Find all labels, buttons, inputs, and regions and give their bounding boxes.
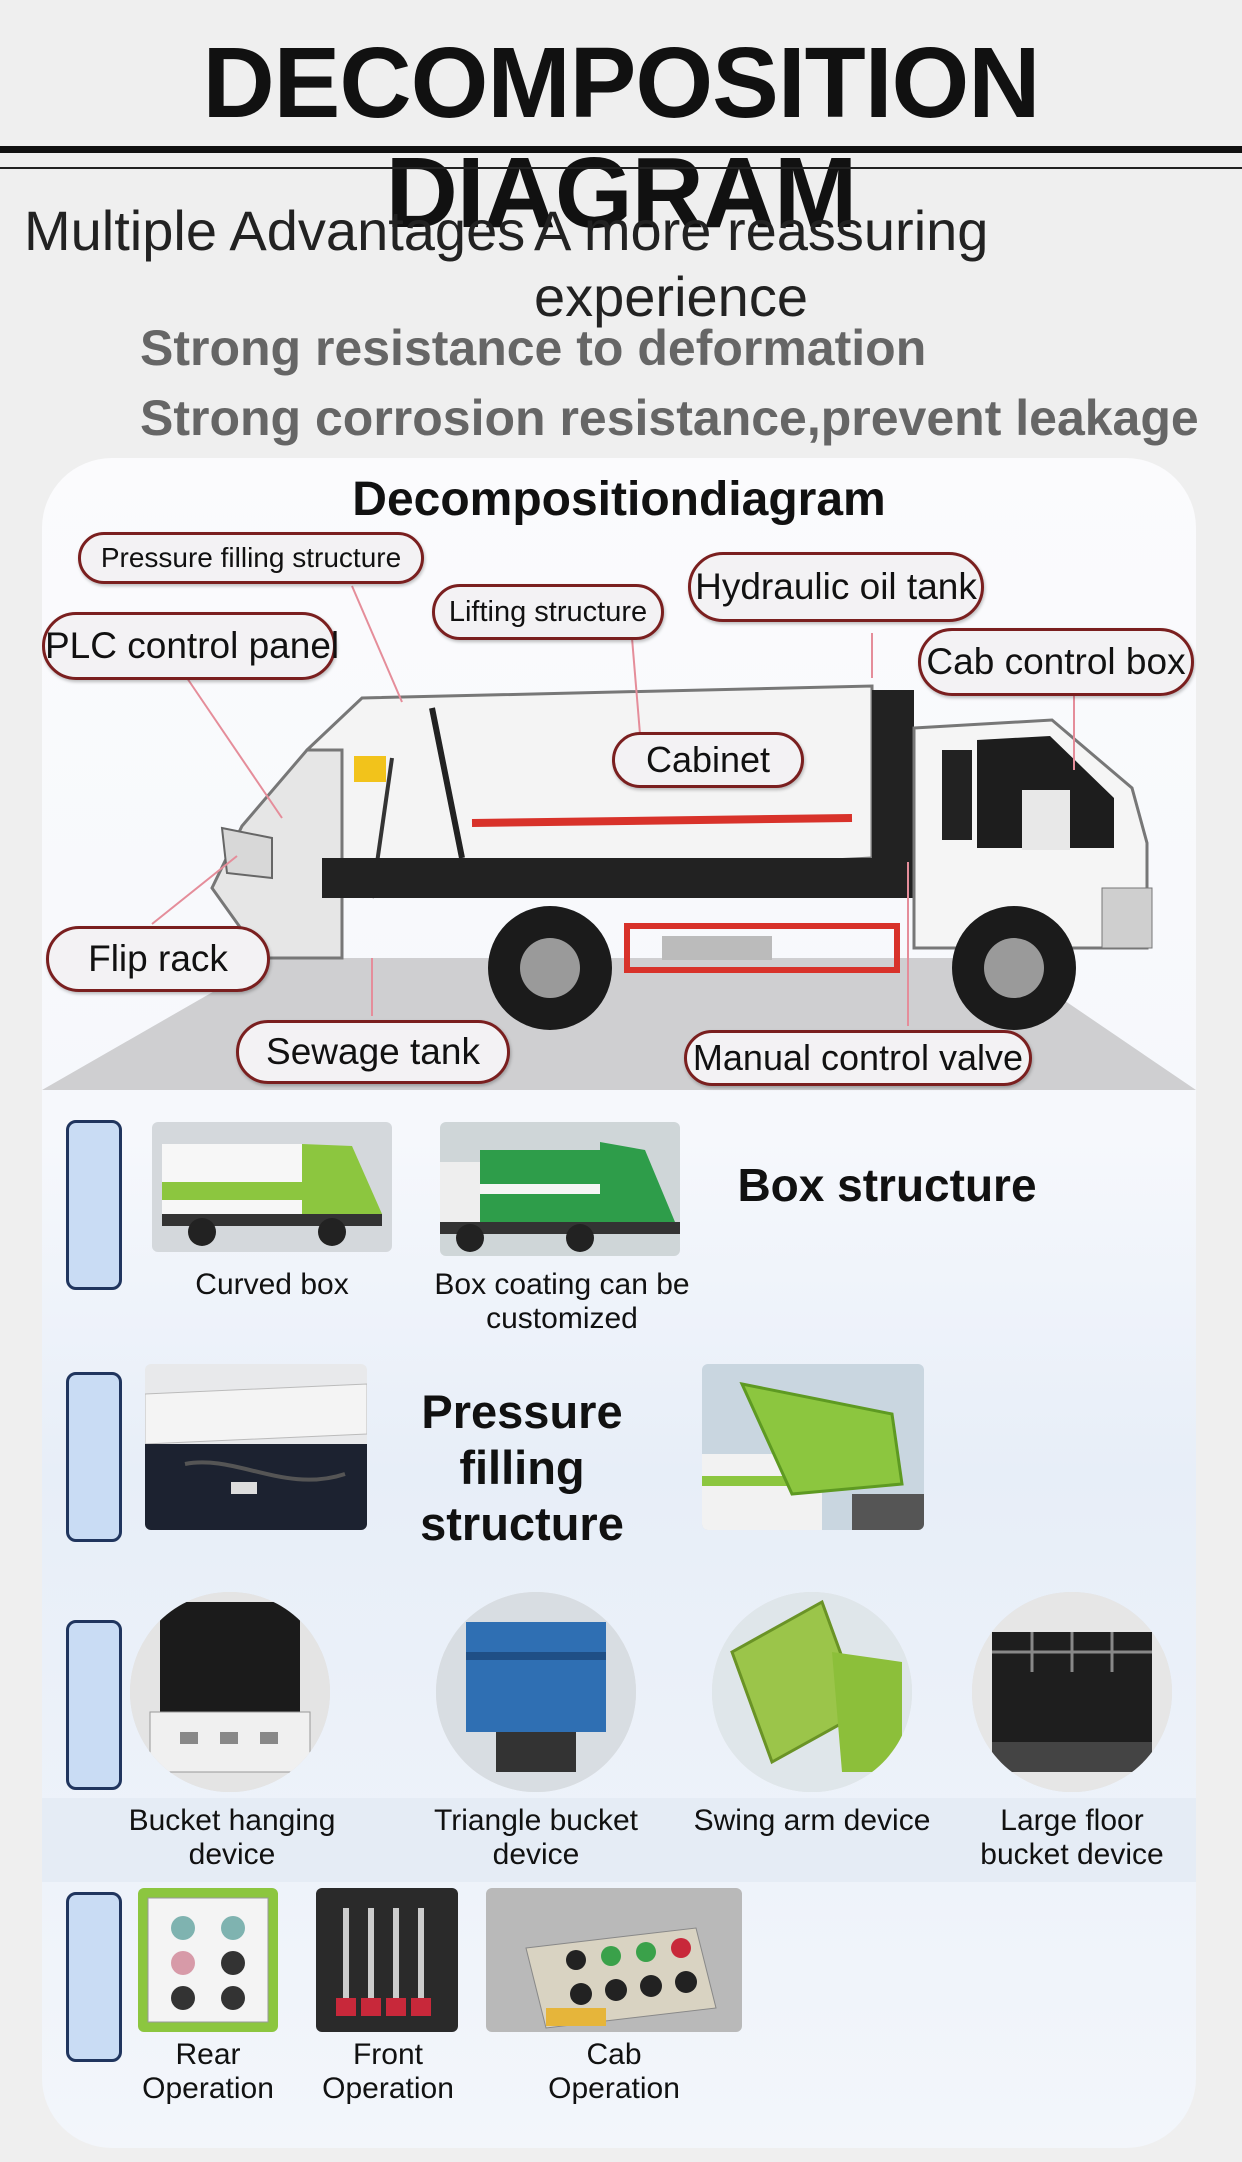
callout-plc-panel: PLC control panel <box>42 612 339 680</box>
photo-swing-arm <box>712 1592 912 1792</box>
caption-bucket-hanging: Bucket hanging device <box>128 1804 336 1871</box>
callout-cab-control-box: Cab control box <box>918 628 1194 696</box>
section-marker-operation <box>66 1892 122 2062</box>
section-title-pressure: Pressure filling structure <box>420 1385 624 1550</box>
photo-pressure-exterior <box>702 1364 924 1530</box>
callout-pressure-filling: Pressure filling structure <box>78 532 424 584</box>
caption-triangle-bucket: Triangle bucket device <box>434 1804 638 1871</box>
caption-box-coating: Box coating can be customized <box>434 1268 690 1335</box>
section-title-box: Box structure <box>737 1159 1037 1211</box>
photo-box-coating <box>440 1122 680 1256</box>
hydraulic-tank-shape <box>872 690 914 862</box>
flip-rack-shape <box>220 826 273 880</box>
photo-pressure-interior <box>145 1364 367 1530</box>
subtitle-right: A more reassuring experience <box>534 199 989 328</box>
caption-curved-box: Curved box <box>195 1268 349 1301</box>
caption-large-floor-bucket: Large floor bucket device <box>980 1804 1164 1871</box>
section-marker-devices <box>66 1620 122 1790</box>
photo-bucket-hanging <box>130 1592 330 1792</box>
section-marker-pressure <box>66 1372 122 1542</box>
callout-cabinet: Cabinet <box>612 732 804 788</box>
caption-front-operation: Front Operation <box>322 2038 454 2105</box>
photo-cab-operation <box>486 1888 742 2032</box>
callout-flip-rack: Flip rack <box>46 926 270 992</box>
caption-rear-operation: Rear Operation <box>142 2038 274 2105</box>
section-marker-box <box>66 1120 122 1290</box>
subtitle-left: Multiple Advantages <box>24 199 526 262</box>
caption-swing-arm: Swing arm device <box>693 1804 931 1837</box>
device-band <box>42 1798 1196 1882</box>
sewage-frame <box>624 923 900 973</box>
photo-large-floor-bucket <box>972 1592 1172 1792</box>
page-title: DECOMPOSITION DIAGRAM <box>202 27 1040 249</box>
callout-sewage-tank: Sewage tank <box>236 1020 510 1084</box>
rear-tailgate <box>210 748 344 960</box>
feature-deformation: Strong resistance to deformation <box>140 320 927 376</box>
content-panel: Decompositiondiagram <box>42 458 1196 2148</box>
title-divider-thick <box>0 146 1242 153</box>
callout-manual-valve: Manual control valve <box>684 1030 1032 1086</box>
photo-triangle-bucket <box>436 1592 636 1792</box>
truck-stripe <box>471 814 853 827</box>
title-divider-thin <box>0 167 1242 169</box>
caption-cab-operation: Cab Operation <box>548 2038 680 2105</box>
callout-hydraulic-tank: Hydraulic oil tank <box>688 552 984 622</box>
photo-curved-box <box>152 1122 392 1252</box>
truck-body <box>280 684 874 890</box>
callout-lifting: Lifting structure <box>432 584 664 640</box>
feature-corrosion: Strong corrosion resistance,prevent leak… <box>140 390 1199 446</box>
photo-rear-operation <box>138 1888 278 2032</box>
warning-label <box>354 756 386 782</box>
diagram-title: Decompositiondiagram <box>352 473 886 526</box>
photo-front-operation <box>316 1888 458 2032</box>
